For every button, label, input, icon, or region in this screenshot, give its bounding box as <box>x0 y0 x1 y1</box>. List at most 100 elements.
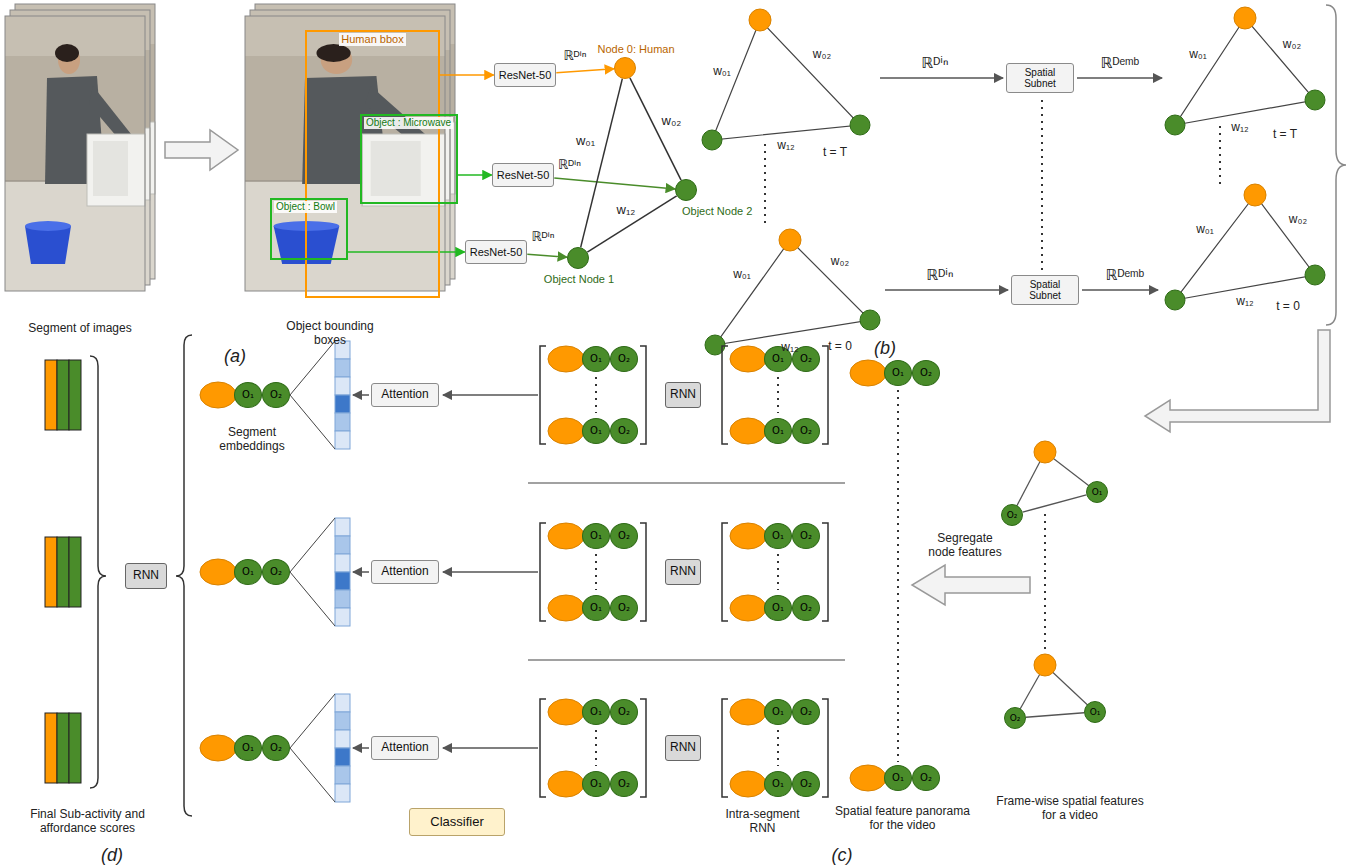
node-label: RNN <box>670 741 696 755</box>
weight-label: w₁₂ <box>1230 295 1260 309</box>
node-label: O₂ <box>270 742 282 754</box>
time-label: t = T <box>815 146 855 160</box>
node-label: O₂ <box>1010 713 1021 723</box>
node-label: O₁ <box>242 742 254 754</box>
connector <box>527 254 567 257</box>
node-label: O₂ <box>270 566 282 578</box>
weight-label: w₀₂ <box>1277 38 1307 52</box>
weight-label: w₀₂ <box>807 48 837 62</box>
weight-label: w₁₂ <box>775 341 805 355</box>
node-label: O₁ <box>892 772 904 784</box>
dimension-label: ℝᴰⁱⁿ <box>915 54 955 71</box>
node-label: O₁ <box>590 706 602 718</box>
panel-tag: (a) <box>220 346 250 367</box>
weight-label: w₀₁ <box>727 268 757 282</box>
node-label: O₂ <box>800 425 812 437</box>
caption-text: Segment of images <box>15 322 145 336</box>
feature-node: O₁ <box>582 346 610 372</box>
node-label: O₁ <box>772 530 784 542</box>
node-label: O₂ <box>618 602 630 614</box>
caption-text: Final Sub-activity and affordance scores <box>5 808 170 836</box>
feature-node: O₂ <box>1004 707 1026 729</box>
weight-label: w₀₁ <box>707 65 737 79</box>
feature-node: O₂ <box>610 699 638 725</box>
feature-node: O₂ <box>610 346 638 372</box>
process-box: Spatial Subnet <box>1011 275 1079 305</box>
node-label: Object Node 2 <box>681 205 753 218</box>
caption-text: Spatial feature panorama for the video <box>835 805 970 833</box>
edge-label: ℝᴰⁱⁿ <box>556 157 583 171</box>
feature-node: O₁ <box>764 523 792 549</box>
node-label: Attention <box>381 388 428 402</box>
weight-label: w₀₁ <box>1183 48 1213 62</box>
graph-node: Node 0: Human <box>614 57 636 79</box>
node-label: O₂ <box>270 389 282 401</box>
feature-node: O₂ <box>792 771 820 797</box>
node-label: O₁ <box>242 566 254 578</box>
process-box: ResNet-50 <box>465 240 528 264</box>
feature-node: O₂ <box>792 418 820 444</box>
process-box: RNN <box>665 559 701 585</box>
node-label: O₁ <box>772 602 784 614</box>
edge-label: w₁₂ <box>615 203 638 217</box>
node-label: ResNet-50 <box>497 169 550 182</box>
feature-node: O₁ <box>582 771 610 797</box>
feature-node: O₂ <box>610 418 638 444</box>
node-label: O₂ <box>618 353 630 365</box>
feature-node: O₁ <box>884 360 912 386</box>
process-box: RNN <box>125 563 167 589</box>
node-label: Object : Bowl <box>274 201 337 213</box>
edge-label: w₀₁ <box>574 134 597 148</box>
time-label: t = 0 <box>1268 300 1308 314</box>
edge-label: ℝᴰⁱⁿ <box>529 230 556 244</box>
time-label: t = T <box>1265 128 1305 142</box>
connector <box>440 74 494 76</box>
process-box: ResNet-50 <box>494 63 557 87</box>
node-label: O₂ <box>1007 510 1018 520</box>
node-label: O₂ <box>920 772 932 784</box>
dimension-label: ℝᴰⁱⁿ <box>920 266 960 283</box>
graph-node: Object Node 2 <box>675 179 697 201</box>
edge-label: ℝᴰⁱⁿ <box>561 48 588 62</box>
bounding-box: Human bbox <box>305 30 440 298</box>
process-box: Attention <box>371 736 439 760</box>
feature-node: O₁ <box>234 735 262 761</box>
feature-node: O₂ <box>792 595 820 621</box>
panel-tag: (d) <box>95 845 129 866</box>
node-label: O₁ <box>772 353 784 365</box>
node-label: RNN <box>670 565 696 579</box>
connector <box>581 79 623 248</box>
panel-tag: (c) <box>825 845 859 866</box>
node-label: Human bbox <box>339 33 405 46</box>
node-label: Object Node 1 <box>543 273 615 286</box>
weight-label: w₀₂ <box>825 255 855 269</box>
feature-node: O₂ <box>912 360 940 386</box>
feature-node: O₁ <box>234 382 262 408</box>
process-box: Spatial Subnet <box>1006 63 1074 93</box>
feature-node: O₂ <box>792 699 820 725</box>
node-label: O₂ <box>618 778 630 790</box>
bounding-box: Object : Microwave <box>360 114 458 204</box>
node-label: Attention <box>381 741 428 755</box>
feature-node: O₂ <box>1001 504 1023 526</box>
process-box: Classifier <box>409 808 505 836</box>
node-label: Attention <box>381 565 428 579</box>
feature-node: O₂ <box>262 382 290 408</box>
node-label: O₁ <box>590 530 602 542</box>
connector <box>458 174 492 176</box>
caption-text: Object bounding boxes <box>280 320 380 348</box>
node-label: O₂ <box>800 530 812 542</box>
connector <box>630 78 681 180</box>
feature-node: O₁ <box>582 418 610 444</box>
feature-node: O₂ <box>610 595 638 621</box>
node-label: O₁ <box>590 353 602 365</box>
process-box: RNN <box>665 735 701 761</box>
node-label: Classifier <box>430 815 483 830</box>
caption-text: Frame-wise spatial features for a video <box>995 795 1145 823</box>
feature-node: O₂ <box>262 559 290 585</box>
feature-node: O₂ <box>792 523 820 549</box>
caption-text: Segment embeddings <box>212 426 292 454</box>
feature-node: O₁ <box>582 699 610 725</box>
bounding-box: Object : Bowl <box>270 198 348 260</box>
feature-node: O₂ <box>262 735 290 761</box>
